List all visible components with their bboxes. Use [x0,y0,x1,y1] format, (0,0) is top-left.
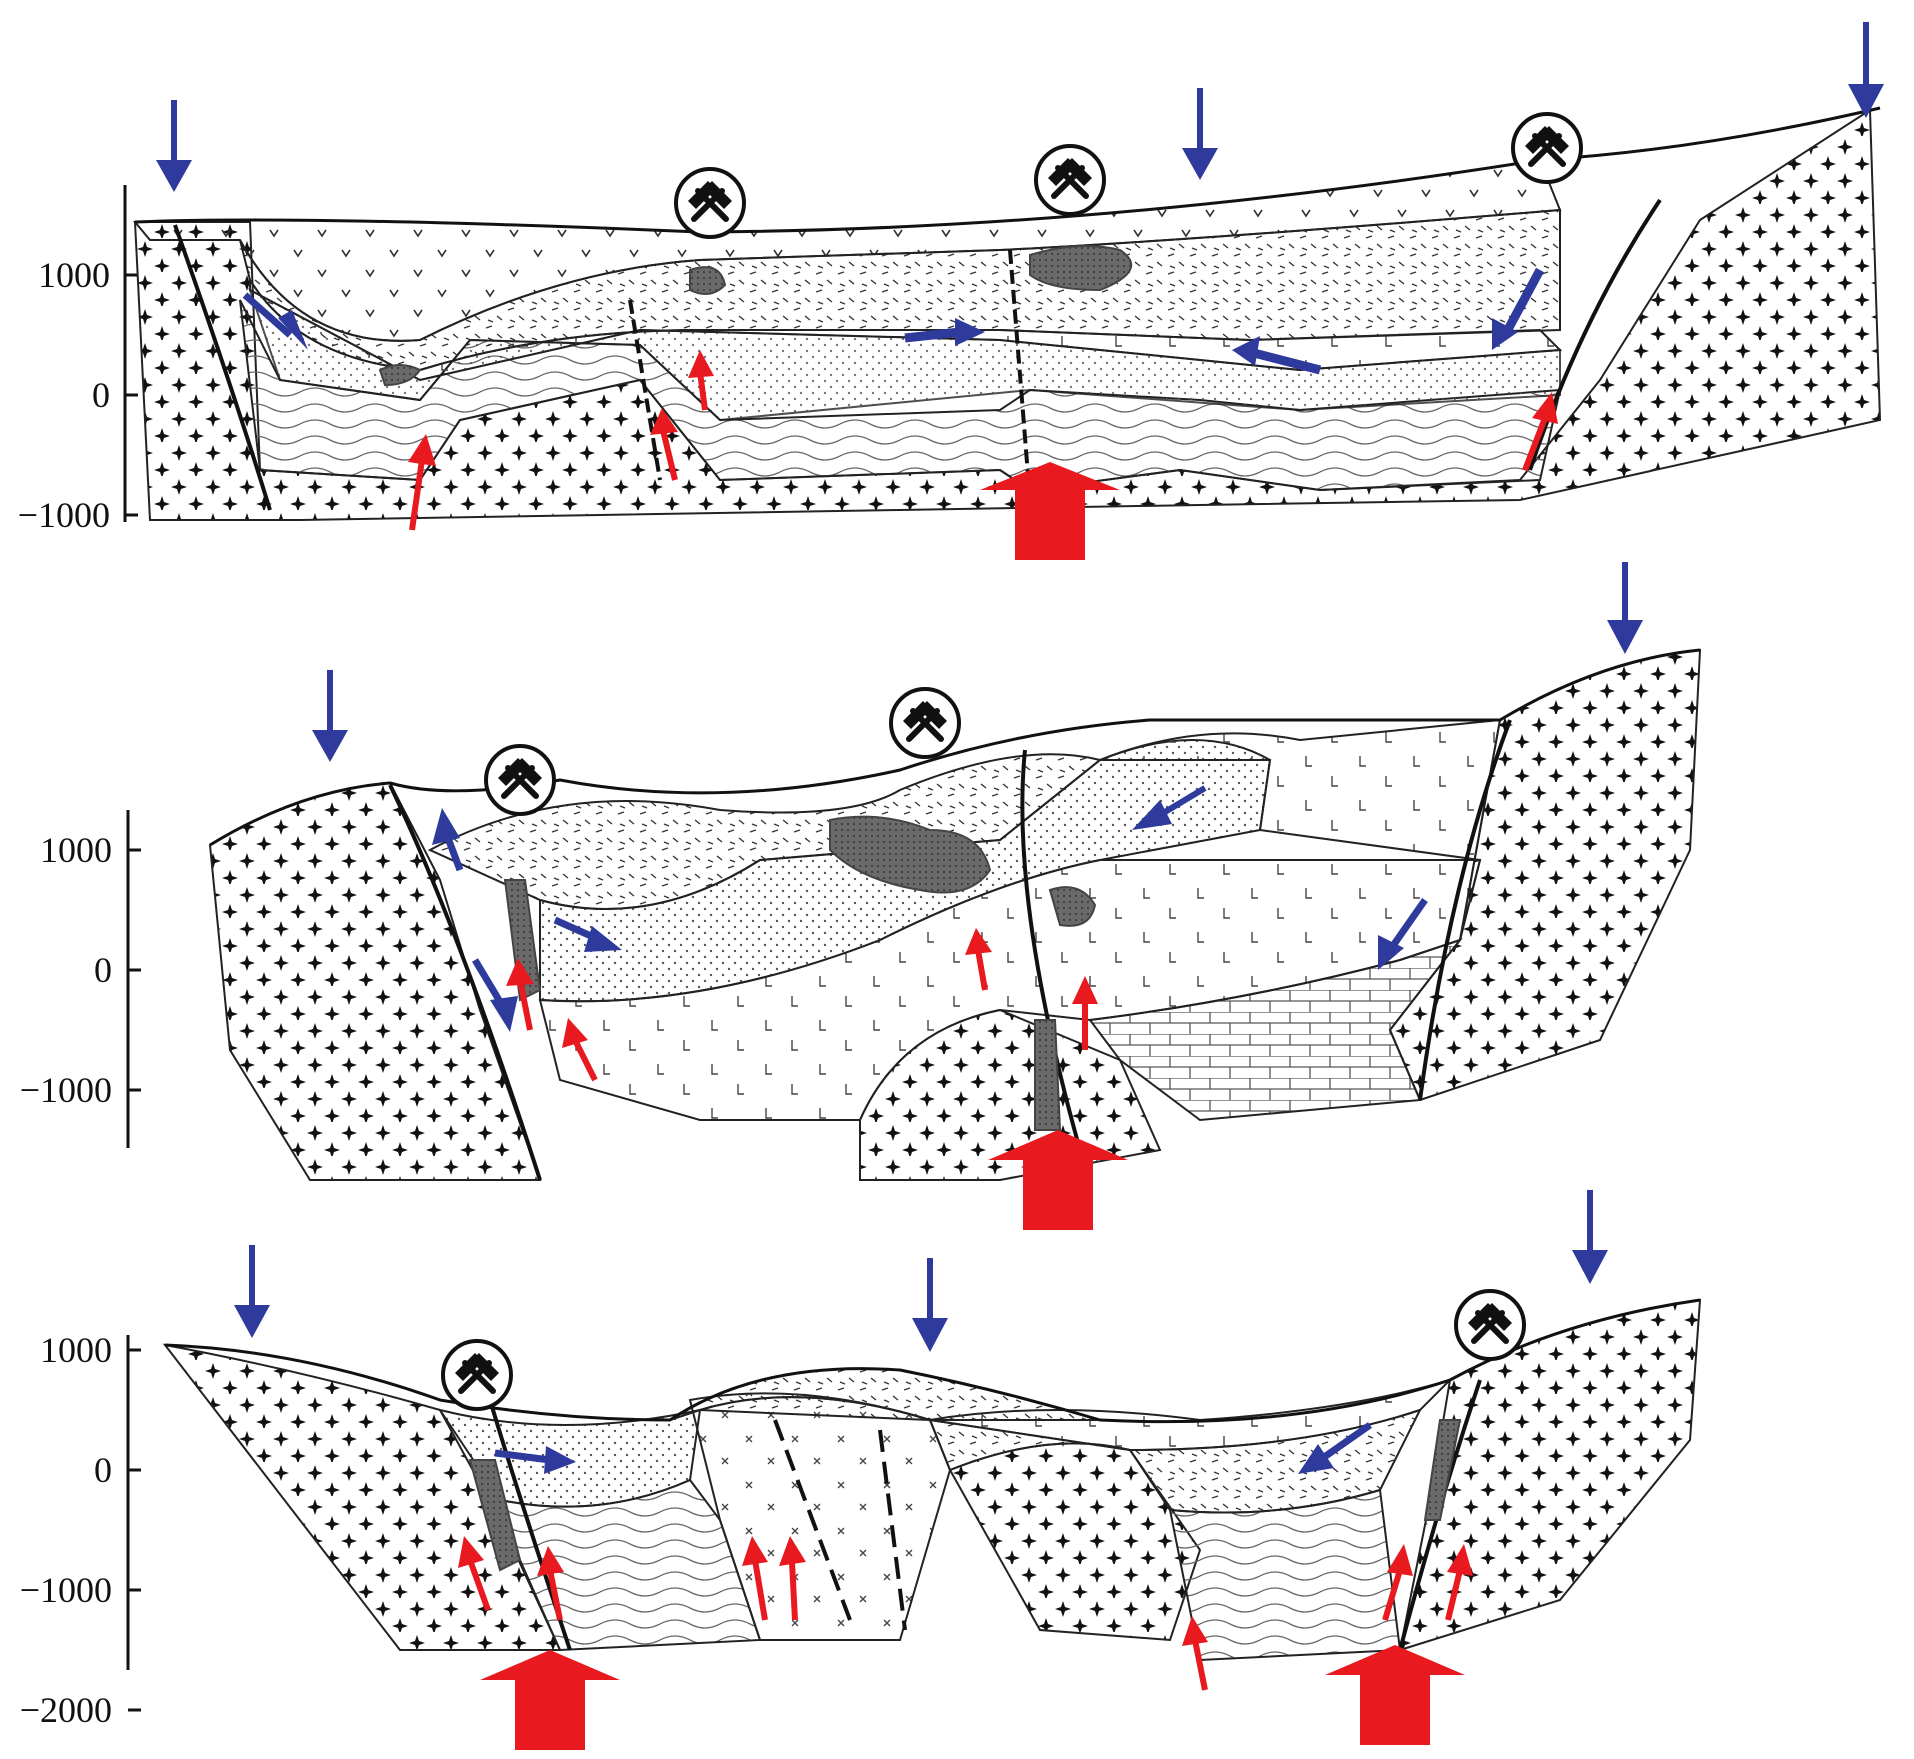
down-arrow-icon [234,1245,270,1338]
flow-arrow [904,318,985,346]
fault-line [173,224,272,511]
tick-label-0: 0 [94,1450,112,1490]
orebody [378,364,422,387]
up-arrow-icon [1382,1544,1413,1621]
up-arrow-icon [1445,1544,1473,1621]
orebody [1029,245,1133,292]
up-arrow-icon [1182,1616,1208,1691]
up-arrow-icon [506,958,534,1031]
down-arrow-icon [912,1258,948,1352]
fault-line [1418,719,1512,1101]
big-up-arrow-icon [980,462,1120,560]
tick-label-0: 0 [92,375,110,415]
orebody [1423,1419,1462,1521]
flow-arrow [1298,1422,1373,1474]
up-arrow-icon [650,408,678,481]
fault-line [628,299,662,481]
basement-granite-left [162,1343,562,1651]
ground-surface [164,1298,1701,1424]
down-arrow-icon [1572,1190,1608,1284]
geology-section [162,1298,1702,1662]
recharge-arrows [234,1190,1608,1474]
down-arrow-icon [1848,22,1884,118]
recharge-arrows [156,22,1884,375]
tick-label-minus-1000: −1000 [20,1070,112,1110]
up-arrow-icon [537,1546,564,1621]
flow-arrow [1492,267,1544,350]
depth-axis: 1000 0 −1000 [20,810,141,1148]
down-arrow-icon [156,100,192,192]
up-arrow-icon [965,928,992,991]
upper-volcanics-right [1099,718,1502,941]
crossed-hammers-icon [1456,1291,1524,1359]
fault-line [1008,249,1032,501]
recharge-arrows [312,562,1643,1032]
tick-label-0: 0 [94,950,112,990]
geology-section [132,106,1882,521]
geology-section [208,648,1702,1181]
up-arrow-icon [742,1536,768,1621]
up-arrow-icon [779,1536,806,1621]
up-arrow-icon [408,434,436,531]
tick-label-minus-1000: −1000 [20,1570,112,1610]
big-up-arrow-icon [988,1130,1128,1230]
down-arrow-icon [312,670,348,762]
up-arrow-icon [1072,976,1098,1050]
depth-axis: 1000 0 −1000 [18,185,138,535]
depth-axis: 1000 0 −1000 −2000 [20,1330,141,1730]
tuff-cap [427,753,1103,910]
crossed-hammers-icon [486,746,554,814]
crossed-hammers-icon [1036,146,1104,214]
orebody [1048,886,1097,927]
orebody [1034,1019,1062,1131]
flow-arrow [1378,897,1428,970]
ascending-fluid-arrows [506,928,1128,1230]
up-arrow-icon [562,1018,598,1082]
ascending-fluid-arrows [458,1536,1473,1750]
big-up-arrow-icon [480,1650,620,1750]
flow-arrow [494,1446,576,1474]
dotted-sandstone [437,1408,702,1508]
orebody [468,1459,522,1572]
down-arrow-icon [1607,562,1643,654]
tick-label-minus-1000: −1000 [18,495,110,535]
tick-label-1000: 1000 [40,830,112,870]
orebody [689,266,727,295]
orebody [503,879,542,1002]
flow-arrow [1132,785,1207,830]
big-up-arrow-icon [1325,1645,1465,1745]
ground-surface [134,106,1881,234]
middle-cross-section-panel: 1000 0 −1000 [20,562,1702,1230]
fault-line [878,1429,907,1631]
up-arrow-icon [1522,392,1558,472]
upper-cross-section-panel: 1000 0 −1000 [18,22,1884,560]
down-arrow-icon [1182,88,1218,180]
flow-arrow [471,958,518,1032]
up-arrow-icon [458,1536,491,1612]
tick-label-1000: 1000 [38,255,110,295]
flow-arrow [1232,336,1322,375]
ascending-fluid-arrows [408,350,1558,560]
flow-arrow [432,808,464,872]
orebody [829,815,992,894]
fault-line [1528,198,1662,471]
crossed-hammers-icon [443,1341,511,1409]
fault-line [1020,749,1082,1151]
fault-line [388,784,542,1181]
lower-cross-section-panel: 1000 0 −1000 −2000 [20,1190,1702,1750]
flow-arrow [242,292,308,350]
tick-label-minus-2000: −2000 [20,1690,112,1730]
up-arrow-icon [688,350,714,411]
ground-surface [209,648,1701,847]
crossed-hammers-icon [676,169,744,237]
fault-line [773,1419,852,1621]
crossed-hammers-icon [1513,114,1581,182]
crossed-hammers-icon [891,689,959,757]
flow-arrow [553,916,622,952]
tick-label-1000: 1000 [40,1330,112,1370]
metasediments-right [1168,1488,1402,1662]
